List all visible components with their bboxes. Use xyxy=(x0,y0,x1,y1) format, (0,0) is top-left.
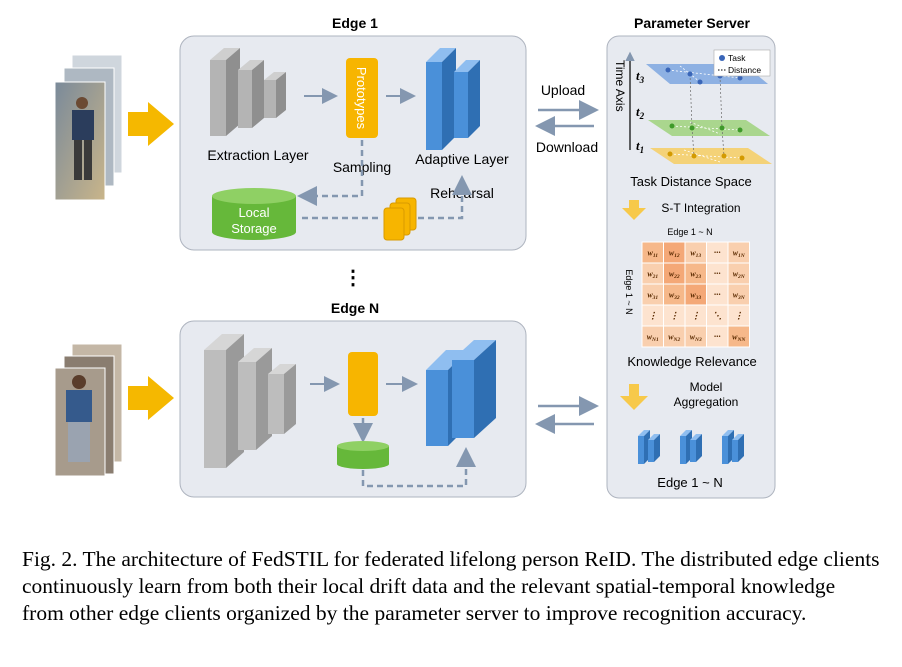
matrix-cell-label: w2N xyxy=(733,270,746,281)
legend-task: Task xyxy=(728,53,746,63)
matrix-cell-label: w22 xyxy=(669,270,680,281)
task-distance-space-label: Task Distance Space xyxy=(630,174,751,189)
upload-label: Upload xyxy=(541,82,585,98)
matrix-row-label: Edge 1 ~ N xyxy=(624,269,634,314)
architecture-figure: Edge 1 Prototypes Extraction Layer xyxy=(54,15,776,499)
st-integration-label: S-T Integration xyxy=(661,201,740,215)
matrix-cell-label: w11 xyxy=(647,249,658,260)
prototypes-block-edgeN xyxy=(348,352,378,416)
matrix-cell-label: w3N xyxy=(733,291,746,302)
rehearsal-dashed-path xyxy=(418,175,472,220)
matrix-cell-label: ··· xyxy=(714,290,721,300)
rehearsal-samples xyxy=(383,197,417,241)
matrix-cell-label: wNN xyxy=(732,333,746,344)
st-integration-arrow xyxy=(622,200,646,220)
task-distance-space xyxy=(646,64,772,164)
download-label: Download xyxy=(536,139,598,155)
input-arrow-edgeN xyxy=(128,376,174,420)
aggregated-models xyxy=(638,430,744,464)
local-storage-cylinder-edgeN xyxy=(337,441,389,469)
matrix-cell-label: w1N xyxy=(733,249,746,260)
model-aggregation-arrow xyxy=(620,384,648,410)
prototypes-label: Prototypes xyxy=(354,67,369,130)
edgeN-title: Edge N xyxy=(331,300,379,316)
adaptive-layer-label: Adaptive Layer xyxy=(415,151,509,167)
matrix-cell-label: ··· xyxy=(714,332,721,342)
matrix-cell-label: wN1 xyxy=(647,333,659,344)
extraction-layer-edgeN xyxy=(204,334,296,468)
matrix-cell-label: w23 xyxy=(690,270,701,281)
aggregation-label: Aggregation xyxy=(674,395,739,409)
matrix-cell-label: ⋮ xyxy=(648,311,657,321)
t1-label: t1 xyxy=(636,138,644,155)
edge-range-label: Edge 1 ~ N xyxy=(657,475,722,490)
matrix-cell-label: w31 xyxy=(647,291,658,302)
matrix-cell-label: ⋱ xyxy=(713,311,722,321)
matrix-cell-label: w32 xyxy=(669,291,680,302)
knowledge-relevance-matrix: w11 w12 w13 ··· w1N w21 w22 w23 ··· w2N w31 w32 w33 ·… xyxy=(641,241,750,348)
input-arrow-edge1 xyxy=(128,102,174,146)
rehearsal-dashed-path xyxy=(361,447,476,488)
matrix-cell-label: wN2 xyxy=(668,333,680,344)
sampling-label: Sampling xyxy=(333,159,391,175)
matrix-cell-label: ··· xyxy=(714,248,721,258)
matrix-cell-label: wN3 xyxy=(690,333,702,344)
adaptive-layer-edge1 xyxy=(426,48,480,150)
storage-label: Storage xyxy=(231,221,277,236)
matrix-cell-label: ⋮ xyxy=(734,311,743,321)
sampling-dashed-path xyxy=(297,140,364,206)
extraction-layer-edge1 xyxy=(210,48,286,136)
person-image-stack-edge1 xyxy=(54,54,123,201)
t2-label: t2 xyxy=(636,104,645,121)
extraction-layer-label: Extraction Layer xyxy=(207,147,308,163)
edge1-title: Edge 1 xyxy=(332,15,378,31)
matrix-cell-label: ··· xyxy=(714,269,721,279)
prototypes-block-edge1 xyxy=(346,58,378,138)
legend-distance: Distance xyxy=(728,65,761,75)
matrix-cell-label: w21 xyxy=(647,270,658,281)
person-image-stack-edgeN xyxy=(54,343,123,477)
matrix-col-label: Edge 1 ~ N xyxy=(667,227,712,237)
legend-box xyxy=(713,49,771,77)
server-title: Parameter Server xyxy=(634,15,751,31)
local-label: Local xyxy=(238,205,269,220)
knowledge-relevance-label: Knowledge Relevance xyxy=(627,354,756,369)
vertical-ellipsis: ⋮ xyxy=(343,267,363,289)
time-axis-label: Time Axis xyxy=(613,60,627,112)
matrix-cell-label: w33 xyxy=(690,291,701,302)
matrix-cell-label: ⋮ xyxy=(691,311,700,321)
matrix-cell xyxy=(727,325,750,348)
model-label: Model xyxy=(690,380,723,394)
matrix-cell-label: w12 xyxy=(669,249,680,260)
t3-label: t3 xyxy=(636,68,645,85)
figure-caption: Fig. 2. The architecture of FedSTIL for … xyxy=(22,547,880,625)
adaptive-layer-edgeN xyxy=(426,340,496,446)
task-legend-icon xyxy=(719,55,725,61)
matrix-cell-label: w13 xyxy=(690,249,701,260)
matrix-cell-label: ⋮ xyxy=(670,311,679,321)
local-storage-cylinder xyxy=(212,188,296,240)
